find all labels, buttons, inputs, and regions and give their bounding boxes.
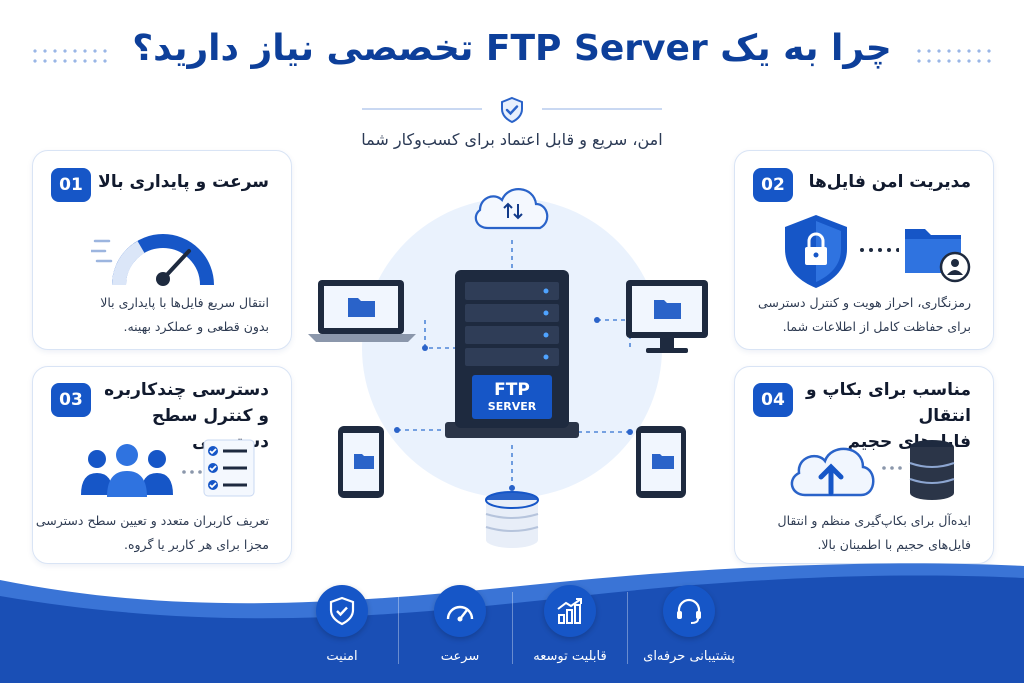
network-diagram	[308, 188, 708, 548]
speed-circle	[434, 585, 486, 637]
feature-support: پشتیبانی حرفه‌ای	[624, 585, 754, 664]
users-group-icon	[81, 444, 173, 497]
monitor-icon	[626, 280, 708, 353]
card-title-line1: دسترسی چندکاربره	[104, 380, 269, 400]
feature-label: قابلیت توسعه	[533, 649, 607, 664]
dotted-connector	[182, 470, 202, 474]
card-desc-line1: تعریف کاربران متعدد و تعیین سطح دسترسی	[35, 513, 269, 528]
decorative-dots-right	[914, 46, 994, 66]
cloud-sync-icon	[474, 188, 549, 230]
feature-card-multiuser: 03 دسترسی چندکاربره و کنترل سطح دسترسی ت…	[32, 366, 292, 564]
card-desc-line1: انتقال سریع فایل‌ها با پایداری بالا	[100, 295, 269, 310]
card-number-badge: 04	[753, 383, 793, 417]
card-desc: ایده‌آل برای بکاپ‌گیری منظم و انتقال فای…	[731, 509, 972, 557]
dotted-connector	[882, 466, 902, 470]
feature-card-speed: 01 سرعت و پایداری بالا انتقال سریع فایل‌…	[32, 150, 292, 350]
feature-card-backup: 04 مناسب برای بکاپ و انتقال فایل‌های حجی…	[734, 366, 994, 564]
feature-scalability: قابلیت توسعه	[505, 585, 635, 664]
dotted-connector	[860, 248, 899, 252]
server-label-line2: SERVER	[487, 400, 537, 413]
feature-label: سرعت	[440, 649, 480, 664]
page-subtitle: امن، سریع و قابل اعتماد برای کسب‌وکار شم…	[361, 130, 663, 149]
bar-chart-growth-icon	[557, 598, 582, 624]
divider-right	[542, 108, 662, 110]
decorative-dots-left	[30, 46, 110, 66]
support-circle	[663, 585, 715, 637]
server-label: FTP SERVER	[472, 381, 552, 415]
speedometer-icon	[446, 605, 474, 622]
card-number-badge: 01	[51, 168, 91, 202]
card-desc: تعریف کاربران متعدد و تعیین سطح دسترسی م…	[29, 509, 269, 557]
card-number-badge: 02	[753, 168, 793, 202]
laptop-icon	[308, 280, 416, 342]
feature-separator	[512, 592, 513, 664]
feature-security: امنیت	[277, 585, 407, 664]
database-icon	[485, 491, 539, 548]
feature-label: پشتیبانی حرفه‌ای	[643, 649, 735, 664]
folder-user-icon	[905, 229, 971, 283]
tablet-icon	[636, 426, 686, 498]
card-title-line1: مناسب برای بکاپ و انتقال	[806, 380, 971, 426]
speedometer-icon	[91, 234, 214, 286]
card-desc-line1: رمزنگاری، احراز هویت و کنترل دسترسی	[757, 295, 971, 310]
card-desc: انتقال سریع فایل‌ها با پایداری بالا بدون…	[39, 291, 269, 339]
ftp-server-tower	[445, 270, 579, 438]
headset-icon	[677, 598, 701, 624]
bottom-wave-background	[0, 563, 1024, 683]
feature-card-secure-files: 02 مدیریت امن فایل‌ها رمزنگاری، احراز هو…	[734, 150, 994, 350]
card-desc-line1: ایده‌آل برای بکاپ‌گیری منظم و انتقال	[777, 513, 972, 528]
divider-left	[362, 108, 482, 110]
database-storage-icon	[909, 440, 955, 500]
card-desc-line2: فایل‌های حجیم با اطمینان بالا.	[817, 537, 971, 552]
shield-check-icon	[501, 96, 523, 124]
card-desc-line2: مجزا برای هر کاربر یا گروه.	[124, 537, 269, 552]
cloud-upload-icon	[790, 447, 875, 497]
feature-speed: سرعت	[395, 585, 525, 664]
smartphone-icon	[338, 426, 384, 498]
scalability-circle	[544, 585, 596, 637]
card-number-badge: 03	[51, 383, 91, 417]
shield-lock-icon	[785, 215, 847, 288]
feature-separator	[398, 592, 399, 664]
checklist-icon	[203, 439, 255, 497]
card-title: سرعت و پایداری بالا	[98, 172, 269, 192]
feature-label: امنیت	[326, 649, 358, 664]
page-title: چرا به یک FTP Server تخصصی نیاز دارید؟	[132, 28, 892, 69]
card-desc-line2: بدون قطعی و عملکرد بهینه.	[123, 319, 269, 334]
card-desc: رمزنگاری، احراز هویت و کنترل دسترسی برای…	[741, 291, 971, 339]
card-title: مدیریت امن فایل‌ها	[808, 172, 971, 192]
feature-separator	[627, 592, 628, 664]
shield-check-icon	[329, 596, 355, 626]
security-circle	[316, 585, 368, 637]
card-desc-line2: برای حفاظت کامل از اطلاعات شما.	[782, 319, 971, 334]
server-label-line1: FTP	[494, 380, 530, 400]
